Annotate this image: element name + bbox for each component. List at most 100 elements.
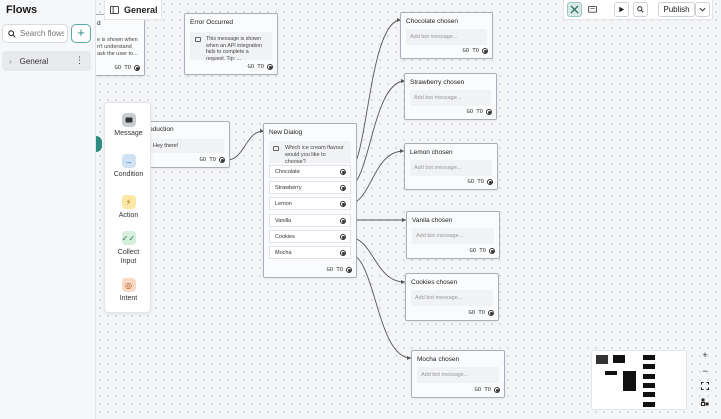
node-error-occurred[interactable]: Error Occurred This message is shown whe… — [184, 13, 278, 75]
bot-message-input[interactable]: Add bot message... — [406, 29, 487, 45]
more-options-icon[interactable]: ⋮ — [75, 55, 84, 65]
bot-message-input[interactable]: Add bot message... — [417, 367, 499, 383]
zoom-out-button[interactable]: − — [702, 366, 708, 376]
palette-label: Collect Input — [117, 249, 140, 265]
bot-message-input[interactable]: Add bot message... — [412, 228, 494, 244]
connector-dot[interactable] — [340, 201, 346, 207]
connector-dot[interactable] — [488, 310, 494, 316]
minimap-node — [643, 374, 655, 379]
node-cookies-chosen[interactable]: Cookies chosen Add bot message... GO TO — [405, 273, 499, 321]
publish-button[interactable]: Publish — [658, 2, 695, 17]
node-chocolate-chosen[interactable]: Chocolate chosen Add bot message... GO T… — [400, 12, 493, 59]
goto-label: GO TO — [466, 109, 483, 115]
fit-view-button[interactable] — [697, 382, 713, 396]
flows-sidebar: Flows + › General ⋮ — [0, 0, 96, 419]
target-icon: ◎ — [121, 278, 136, 292]
connector-dot[interactable] — [340, 250, 346, 256]
goto-handle[interactable]: GO TO — [462, 48, 488, 54]
palette-intent[interactable]: ◎ Intent — [105, 278, 152, 302]
option-cookies[interactable]: Cookies — [269, 230, 351, 243]
connector-dot[interactable] — [340, 234, 346, 240]
bot-message-input[interactable]: Add bot message... — [410, 160, 492, 176]
option-lemon[interactable]: Lemon — [269, 197, 351, 210]
goto-handle[interactable]: GO TO — [468, 310, 494, 316]
option-mocha[interactable]: Mocha — [269, 246, 351, 259]
goto-label: GO TO — [474, 387, 491, 393]
minimap-node — [623, 371, 636, 391]
search-box[interactable] — [2, 24, 68, 43]
connector-dot[interactable] — [219, 157, 225, 163]
connector-dot[interactable] — [134, 65, 140, 71]
bot-message-input[interactable]: Add bot message... — [410, 90, 491, 106]
palette-collect-input[interactable]: ✓✓ Collect Input — [105, 231, 152, 266]
search-flow-button[interactable] — [633, 2, 648, 17]
palette-message[interactable]: Message — [105, 113, 152, 137]
option-label: Vanilla — [275, 218, 292, 224]
option-chocolate[interactable]: Chocolate — [269, 165, 351, 178]
option-label: Lemon — [275, 201, 292, 207]
node-vanila-chosen[interactable]: Vanila chosen Add bot message... GO TO — [406, 211, 500, 259]
goto-label: GO TO — [247, 64, 264, 70]
goto-handle[interactable]: GO TO — [466, 109, 492, 115]
zoom-controls: + − — [697, 350, 713, 412]
palette-label: Condition — [113, 171, 144, 178]
run-button[interactable] — [614, 2, 629, 17]
minimap[interactable] — [591, 350, 687, 410]
sidebar-toggle-icon[interactable] — [110, 5, 119, 14]
node-title: Vanila chosen — [412, 217, 453, 224]
node-strawberry-chosen[interactable]: Strawberry chosen Add bot message... GO … — [404, 73, 497, 120]
option-strawberry[interactable]: Strawberry — [269, 181, 351, 194]
build-mode-button[interactable] — [567, 2, 582, 17]
option-label: Cookies — [275, 234, 295, 240]
connector-dot[interactable] — [340, 185, 346, 191]
bot-message-input[interactable]: Add bot message... — [411, 290, 493, 306]
goto-handle[interactable]: GO TO — [114, 65, 140, 71]
option-label: Mocha — [275, 250, 292, 256]
palette-condition[interactable]: → Condition — [105, 154, 152, 178]
goto-label: GO TO — [114, 65, 131, 71]
connector-dot[interactable] — [346, 267, 352, 273]
dialog-question-text: Which ice cream flavour would you like t… — [285, 145, 344, 165]
goto-label: GO TO — [467, 179, 484, 185]
node-new-dialog[interactable]: New Dialog Which ice cream flavour would… — [263, 123, 357, 278]
connector-dot[interactable] — [494, 387, 500, 393]
connector-dot[interactable] — [487, 179, 493, 185]
sidebar-item-label: General — [19, 56, 49, 66]
message-icon — [195, 37, 201, 42]
goto-label: GO TO — [199, 157, 216, 163]
option-vanilla[interactable]: Vanilla — [269, 214, 351, 227]
palette-label: Intent — [119, 295, 138, 302]
palette-action[interactable]: ⚡ Action — [105, 195, 152, 219]
chat-preview-button[interactable] — [585, 2, 600, 17]
zoom-in-button[interactable]: + — [702, 350, 708, 360]
node-mocha-chosen[interactable]: Mocha chosen Add bot message... GO TO — [411, 350, 505, 398]
top-toolbar: Publish — [563, 0, 713, 20]
dialog-question: Which ice cream flavour would you like t… — [269, 141, 351, 165]
connector-dot[interactable] — [489, 248, 495, 254]
goto-handle[interactable]: GO TO — [326, 267, 352, 273]
node-introduction[interactable]: oduction Hey there! GO TO — [140, 121, 230, 168]
connector-dot[interactable] — [340, 218, 346, 224]
chevron-right-icon[interactable]: › — [9, 56, 12, 66]
goto-handle[interactable]: GO TO — [247, 64, 273, 70]
connector-dot[interactable] — [340, 169, 346, 175]
minimap-toggle-button[interactable] — [697, 398, 713, 412]
connector-dot[interactable] — [482, 48, 488, 54]
goto-handle[interactable]: GO TO — [469, 248, 495, 254]
node-message: e is shown when n't understand ask the u… — [97, 37, 138, 57]
goto-handle[interactable]: GO TO — [467, 179, 493, 185]
sidebar-item-general[interactable]: › General ⋮ — [2, 51, 91, 71]
goto-handle[interactable]: GO TO — [474, 387, 500, 393]
publish-options-button[interactable] — [695, 2, 710, 17]
connector-dot[interactable] — [267, 64, 273, 70]
add-flow-button[interactable]: + — [71, 24, 91, 43]
search-input[interactable] — [20, 29, 64, 38]
sidebar-collapse-handle[interactable] — [96, 136, 102, 152]
chat-icon — [588, 5, 597, 13]
goto-handle[interactable]: GO TO — [199, 157, 225, 163]
minimap-node — [643, 364, 655, 369]
minimap-icon — [701, 398, 709, 406]
node-lemon-chosen[interactable]: Lemon chosen Add bot message... GO TO — [404, 143, 498, 190]
double-check-icon: ✓✓ — [121, 231, 136, 245]
connector-dot[interactable] — [486, 109, 492, 115]
